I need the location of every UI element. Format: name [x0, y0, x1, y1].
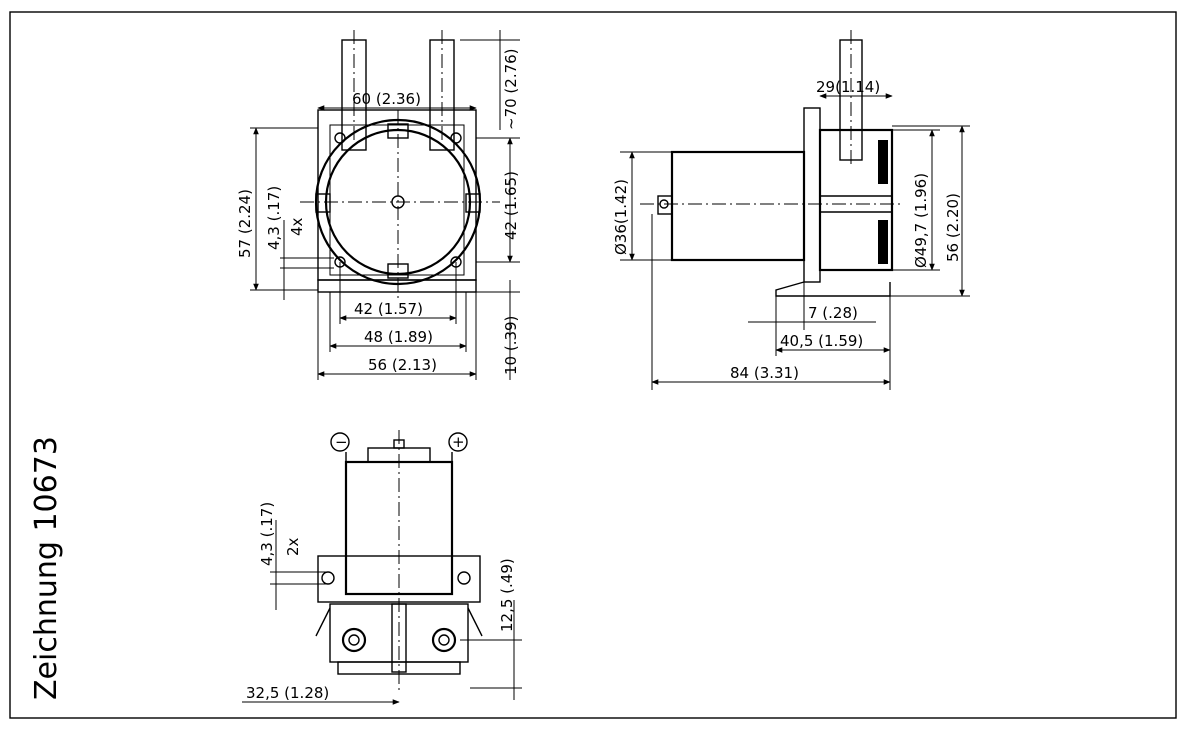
minus-terminal [330, 432, 350, 452]
front-mount-hole [450, 132, 462, 144]
front-dim-48: 48 (1.89) [364, 328, 433, 346]
bottom-dim-43: 4,3 (.17) [258, 502, 276, 566]
drawing-title: Zeichnung 10673 [29, 436, 64, 700]
side-mounting-plate [803, 107, 821, 283]
side-dim-29: 29(1.14) [816, 78, 880, 96]
front-dim-10: 10 (.39) [502, 316, 520, 375]
side-dim-dia36: Ø36(1.42) [612, 179, 630, 255]
front-dim-70: ~70 (2.76) [502, 48, 520, 130]
side-dim-dia497: Ø49,7 (1.96) [912, 173, 930, 268]
front-view: 60 (2.36) ~70 (2.76) 57 (2.24) 4,3 (.17)… [236, 30, 520, 380]
side-motor-body [670, 150, 806, 262]
side-dim-84: 84 (3.31) [730, 364, 799, 382]
front-dim-42-h: 42 (1.65) [502, 171, 520, 240]
front-dim-43: 4,3 (.17) [265, 186, 283, 250]
bottom-port-left [341, 627, 367, 653]
front-dim-57: 57 (2.24) [236, 189, 254, 258]
drawing-frame [9, 11, 1177, 719]
bottom-dim-325: 32,5 (1.28) [246, 684, 329, 702]
plus-terminal [448, 432, 468, 452]
side-base-foot [775, 281, 891, 297]
plus-terminal-label: + [452, 433, 465, 451]
minus-terminal-label: − [335, 433, 348, 451]
front-dim-56: 56 (2.13) [368, 356, 437, 374]
side-dim-405: 40,5 (1.59) [780, 332, 863, 350]
side-view: 29(1.14) Ø36(1.42) Ø49,7 (1.96) 56 (2.20… [612, 30, 970, 390]
side-dim-56: 56 (2.20) [944, 193, 962, 262]
front-dim-4x: 4x [288, 217, 306, 236]
front-base [317, 279, 477, 293]
side-dim-7: 7 (.28) [808, 304, 858, 322]
bottom-port-right [431, 627, 457, 653]
bottom-view: − + 4,3 (.17) 2x 12,5 (.49) [242, 430, 522, 705]
front-dim-60: 60 (2.36) [352, 90, 421, 108]
bottom-dim-2x: 2x [284, 537, 302, 556]
front-mount-hole [334, 132, 346, 144]
bottom-mounting-plate [317, 555, 481, 603]
side-pump-head [818, 128, 894, 272]
front-dim-42-w: 42 (1.57) [354, 300, 423, 318]
bottom-dim-125: 12,5 (.49) [498, 558, 516, 632]
